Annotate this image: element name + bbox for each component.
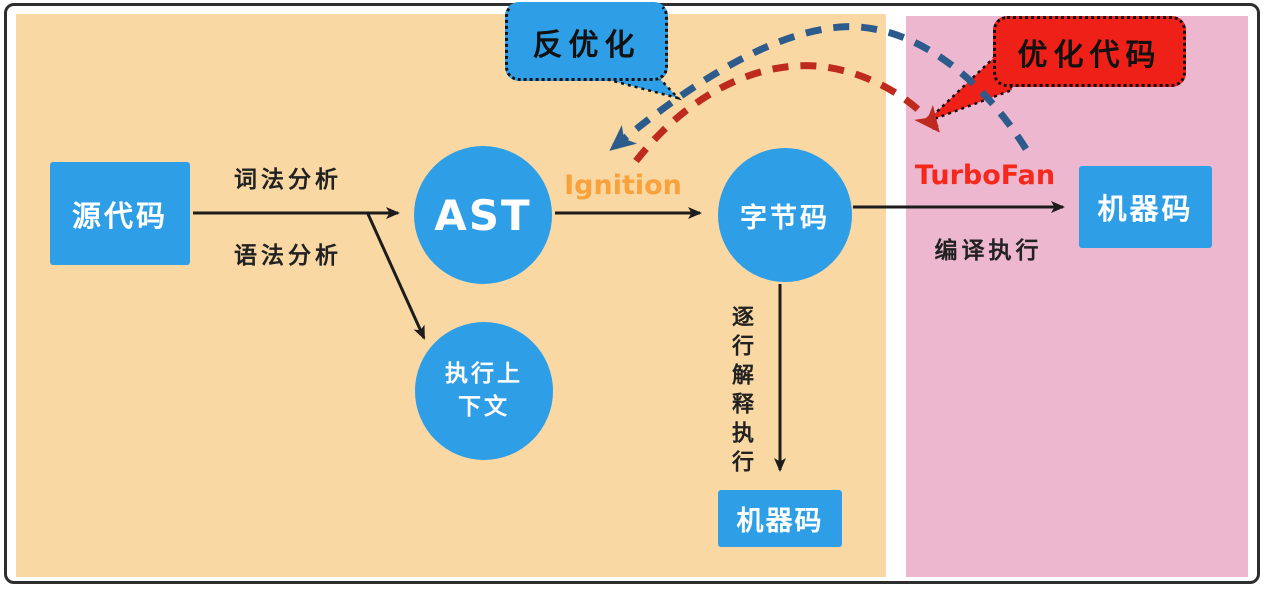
machine-code-compiled-label: 机器码 <box>1097 192 1194 226</box>
deoptimize-callout: 反优化 <box>505 2 668 81</box>
ast-node: AST <box>414 146 552 284</box>
syntax-analysis-label: 语法分析 <box>234 243 342 269</box>
turbofan-engine-label: TurboFan <box>914 160 1056 191</box>
lexical-analysis-label: 词法分析 <box>234 167 342 193</box>
execution-context-label-line1: 执行上 <box>445 360 523 387</box>
ast-label: AST <box>434 190 532 240</box>
machine-code-interpreted-node: 机器码 <box>718 490 842 547</box>
deoptimize-dashed-curve <box>609 23 1029 151</box>
source-code-node: 源代码 <box>50 162 190 265</box>
bytecode-label: 字节码 <box>740 202 830 234</box>
interpreter-region-background <box>16 14 886 577</box>
optimize-code-callout: 优化代码 <box>993 16 1186 87</box>
optimize-callout-tail <box>925 49 1014 124</box>
optimize-dashed-curve <box>633 62 940 164</box>
ignition-engine-label: Ignition <box>564 170 682 201</box>
bytecode-node: 字节码 <box>718 148 852 282</box>
execution-context-label-line2: 下文 <box>458 394 510 420</box>
optimize-code-callout-label: 优化代码 <box>1017 37 1162 73</box>
deoptimize-callout-label: 反优化 <box>532 27 641 63</box>
source-code-label: 源代码 <box>71 198 168 233</box>
execution-context-node: 执行上 下文 <box>415 322 553 460</box>
interpret-execute-label: 逐行解释执行 <box>728 305 753 479</box>
compile-execute-label: 编译执行 <box>934 238 1043 264</box>
machine-code-compiled-node: 机器码 <box>1079 166 1212 248</box>
arrow-to-exec-context <box>366 213 426 340</box>
machine-code-interpreted-label: 机器码 <box>736 506 824 537</box>
